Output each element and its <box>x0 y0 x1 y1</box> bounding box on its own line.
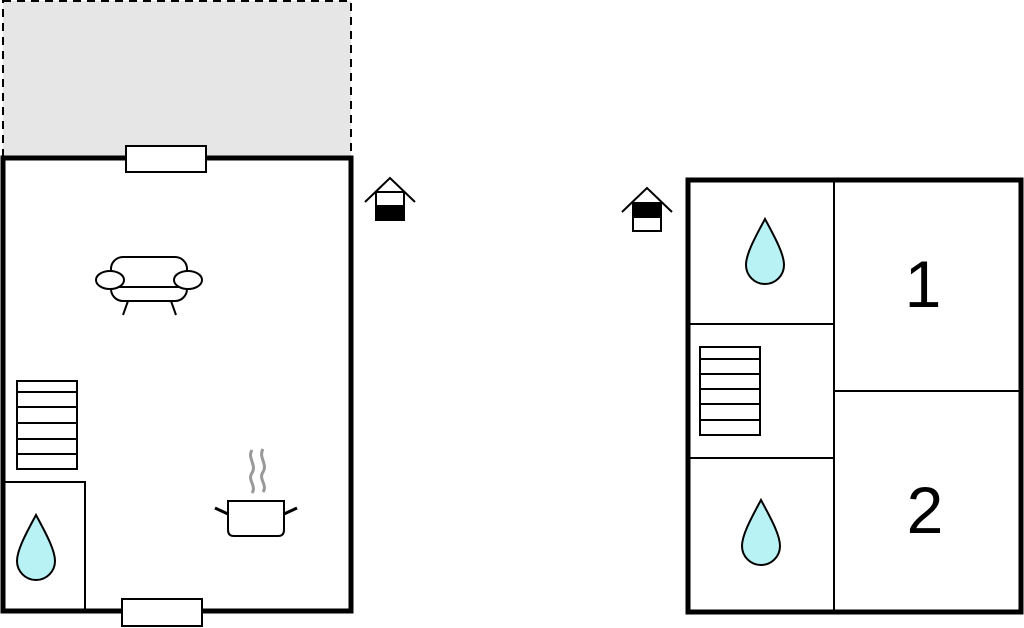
stairs-icon <box>16 380 78 470</box>
water-drop-icon <box>15 512 57 581</box>
window-top <box>125 145 207 173</box>
upper-floor: 1 2 <box>621 177 1024 615</box>
terrace-area <box>2 0 352 159</box>
cooking-pot-icon <box>214 448 298 537</box>
interior-walls <box>688 180 1021 612</box>
house-entry-icon <box>364 176 416 221</box>
stairs-icon <box>699 346 761 436</box>
room-label-2: 2 <box>907 473 944 547</box>
window-bottom <box>121 598 203 627</box>
water-drop-icon <box>744 216 786 285</box>
house-entry-icon <box>621 186 673 232</box>
ground-floor <box>0 0 354 627</box>
bathroom-partition <box>3 481 86 611</box>
room-label-1: 1 <box>905 247 942 321</box>
sofa-icon <box>95 256 203 316</box>
water-drop-icon <box>740 497 782 566</box>
